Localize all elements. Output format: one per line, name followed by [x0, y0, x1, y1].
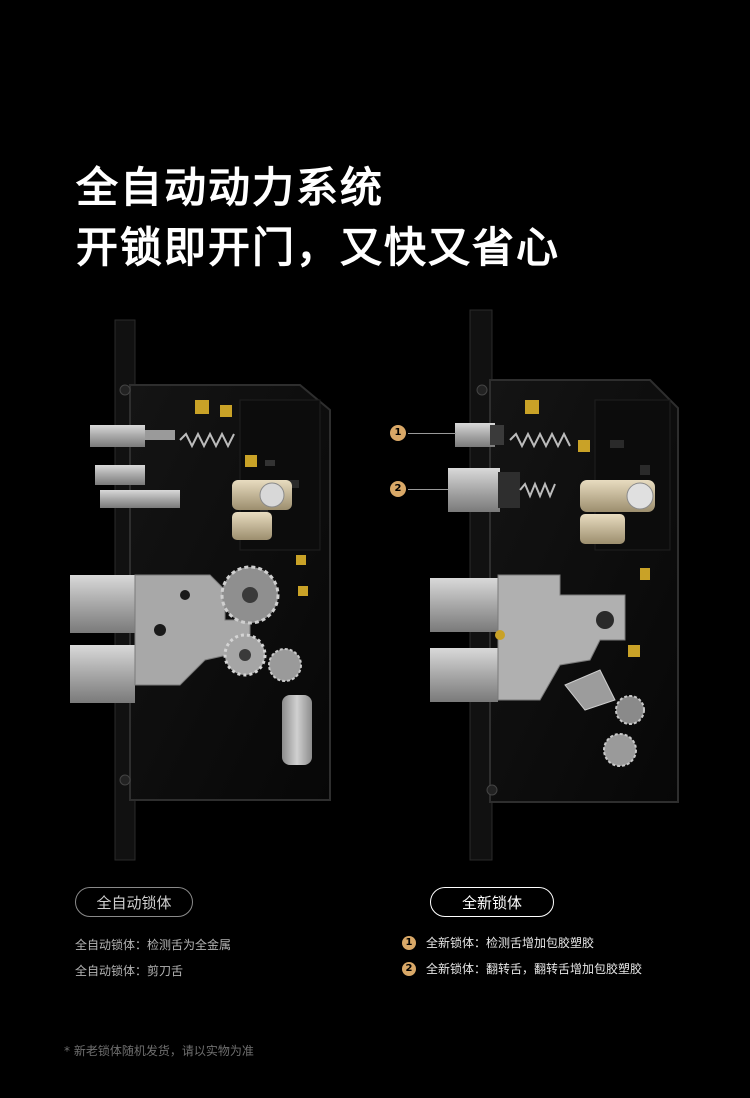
left-spring	[179, 431, 235, 449]
headline: 全自动动力系统 开锁即开门，又快又省心	[76, 158, 560, 278]
right-spec-1: 1 全新锁体：检测舌增加包胶塑胶	[402, 934, 594, 951]
left-detect-tongue-top	[90, 425, 145, 447]
spec-number-badge-2: 2	[402, 961, 416, 976]
left-main-bolt-upper	[70, 575, 135, 633]
right-flip-tongue	[448, 468, 500, 512]
callout-line-2	[408, 489, 448, 490]
right-lock-body	[430, 309, 679, 861]
right-panel-label: 全新锁体	[430, 887, 554, 917]
footnote: * 新老锁体随机发货，请以实物为准	[64, 1044, 254, 1058]
headline-line-2: 开锁即开门，又快又省心	[76, 223, 561, 272]
left-spec-1: 全自动锁体：检测舌为全金属	[75, 938, 232, 952]
left-switch-1	[195, 400, 209, 414]
left-spec-2: 全自动锁体：剪刀舌	[75, 964, 184, 978]
right-gear	[603, 733, 637, 767]
left-motor	[282, 695, 312, 765]
callout-line-1	[408, 433, 456, 434]
left-scissor-tongue	[100, 490, 180, 508]
right-spec-2: 2 全新锁体：翻转舌，翻转舌增加包胶塑胶	[402, 960, 642, 977]
right-spec-1-text: 全新锁体：检测舌增加包胶塑胶	[426, 936, 595, 950]
right-detect-tongue	[455, 423, 495, 447]
spec-number-badge-1: 1	[402, 935, 416, 950]
right-main-bolt-upper	[430, 578, 498, 632]
right-bolt-plate	[497, 574, 626, 701]
left-detect-tongue-mid	[95, 465, 145, 485]
right-spec-2-text: 全新锁体：翻转舌，翻转舌增加包胶塑胶	[426, 962, 643, 976]
left-lock-body	[70, 319, 331, 861]
right-latch-arm	[564, 669, 616, 711]
right-main-bolt-lower	[430, 648, 498, 702]
headline-line-1: 全自动动力系统	[76, 163, 385, 212]
lock-illustrations	[70, 309, 679, 861]
left-panel-label: 全自动锁体	[75, 887, 193, 917]
callout-badge-2: 2	[390, 481, 406, 497]
right-spring-top	[509, 431, 571, 449]
left-main-bolt-lower	[70, 645, 135, 703]
callout-badge-1: 1	[390, 425, 406, 441]
